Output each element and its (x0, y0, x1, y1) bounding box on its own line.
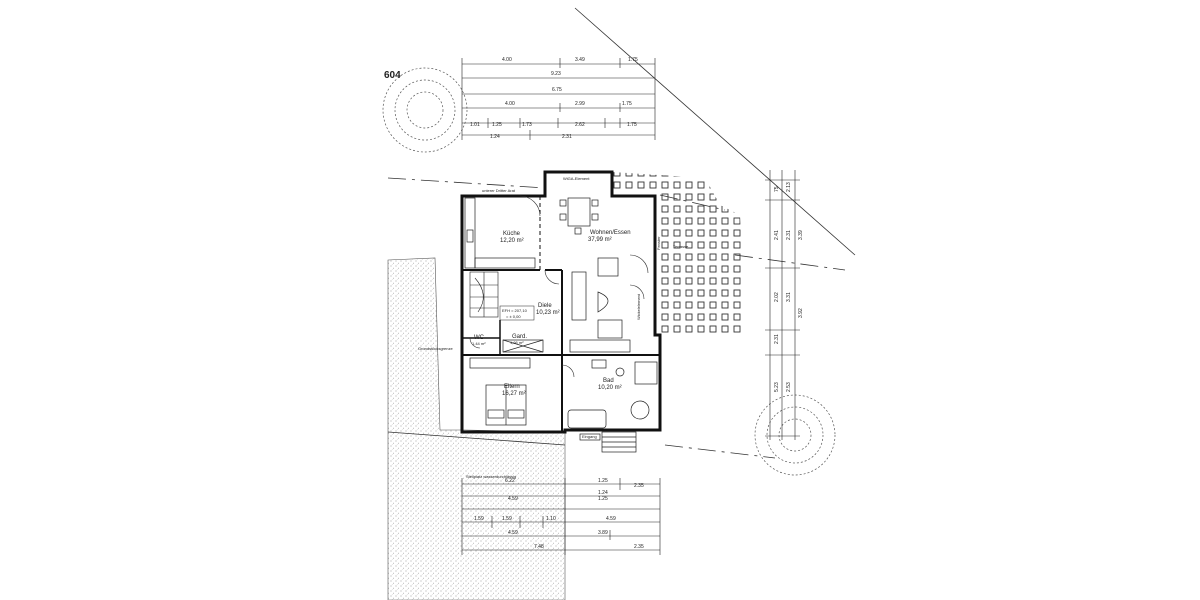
label-note-bottom-left: Stellplatz wasserdurchlässig (466, 474, 516, 479)
room-bad-name: Bad (603, 378, 614, 384)
efh-line2: = ± 0,00 (506, 314, 521, 319)
room-wc-name: WC (474, 335, 485, 341)
dim-bottom-r5-a: 4.59 (508, 530, 518, 536)
dim-bottom-r2-a: 6.22 (505, 478, 515, 484)
label-fenster-right: Fenster (656, 236, 661, 250)
bedroom-bed (469, 357, 531, 426)
dim-bottom-r4-d: 4.59 (606, 516, 616, 522)
dim-bottom-r6-b: 2.35 (634, 544, 644, 550)
room-diele-name: Diele (538, 303, 552, 309)
label-terrasse: Terrasse (673, 244, 689, 249)
dim-bottom-r4-b: 1.59 (502, 516, 512, 522)
dim-right-7: 3.92 (798, 308, 804, 318)
dim-top-r4-b: 2.99 (575, 101, 585, 107)
kitchen-counter (464, 197, 536, 269)
room-gard-area: 1,66 m² (510, 340, 524, 345)
dim-bottom-r3-a: 4.59 (508, 496, 518, 502)
dim-top-r5-a: 1.01 (470, 122, 480, 128)
room-kueche-area: 12,20 m² (500, 238, 524, 244)
label-entrance: Eingang (582, 434, 597, 439)
dim-top-r2: 9.23 (551, 71, 561, 77)
room-eltern-name: Eltern (504, 384, 520, 390)
dim-bottom-r5-b: 3.89 (598, 530, 608, 536)
efh-box (499, 305, 535, 321)
dim-top-r5-c: 1.73 (522, 122, 532, 128)
dim-right-6: 2.02 (774, 292, 780, 302)
label-note-top-left: unterer Dritter Arat (482, 188, 516, 193)
dim-bottom-r1-a: 1.25 (598, 478, 608, 484)
room-wc-area: 1,44 m² (472, 341, 486, 346)
dim-top-r4-c: 1.75 (622, 101, 632, 107)
label-window-element: WiGA-Element (563, 176, 590, 181)
room-diele-area: 10,23 m² (536, 310, 560, 316)
dining-set (559, 197, 599, 235)
dim-bottom-r1-b: 2.35 (634, 483, 644, 489)
dim-right-1: 75 (774, 186, 780, 192)
tree-top-left (382, 67, 468, 153)
staircase (469, 271, 499, 318)
dim-right-11: 2.53 (786, 382, 792, 392)
efh-line1: EFH = 207,10 (502, 308, 528, 313)
dim-bottom-r6-a: 7.48 (534, 544, 544, 550)
room-eltern-area: 16,27 m² (502, 391, 526, 397)
wardrobe (502, 339, 544, 353)
dim-top-r3: 6.75 (552, 87, 562, 93)
dim-bottom-r4-a: 1.59 (474, 516, 484, 522)
dim-bottom-r2-b: 1.24 (598, 490, 608, 496)
dim-right-2: 2.13 (786, 182, 792, 192)
dimension-text-right: 75 2.13 2.41 2.31 3.39 2.02 3.92 3.31 2.… (774, 182, 804, 392)
building-walls (460, 170, 662, 434)
dim-right-4: 2.31 (786, 230, 792, 240)
dim-right-8: 3.31 (786, 292, 792, 302)
dim-right-10: 5.23 (774, 382, 780, 392)
dim-top-r6-b: 2.31 (562, 134, 572, 140)
entrance-steps (579, 431, 637, 453)
dim-top-r1-c: 1.75 (628, 57, 638, 63)
dim-top-r5-e: 1.75 (627, 122, 637, 128)
terrace-area (612, 172, 745, 335)
dim-right-3: 2.41 (774, 230, 780, 240)
dim-top-r1-b: 3.49 (575, 57, 585, 63)
bathroom-fixtures (567, 359, 658, 429)
dim-top-r6-a: 1.24 (490, 134, 500, 140)
dimension-lines-top (461, 58, 656, 140)
room-wohnen-area: 37,99 m² (588, 237, 612, 243)
room-kueche-name: Küche (503, 231, 521, 237)
dimension-lines-bottom (461, 478, 661, 555)
dim-bottom-r4-c: 1.10 (546, 516, 556, 522)
dim-bottom-r3-b: 1.25 (598, 496, 608, 502)
dim-top-r4-a: 4.00 (505, 101, 515, 107)
dim-top-r5-d: 2.62 (575, 122, 585, 128)
dim-right-9: 2.31 (774, 334, 780, 344)
dim-right-5: 3.39 (798, 230, 804, 240)
room-gard-name: Gard. (512, 334, 527, 340)
label-note-left-side: Grundstücksgrenze (418, 346, 453, 351)
room-bad-area: 10,20 m² (598, 385, 622, 391)
dim-top-r1-a: 4.00 (502, 57, 512, 63)
dim-top-r5-b: 1.25 (492, 122, 502, 128)
doors (469, 195, 649, 378)
room-wohnen-name: Wohnen/Essen (590, 230, 631, 236)
living-furniture (569, 257, 631, 353)
label-wickel-element: Wickelelement (636, 293, 641, 320)
dimension-lines-right (765, 170, 800, 440)
parcel-number: 604 (384, 70, 401, 81)
